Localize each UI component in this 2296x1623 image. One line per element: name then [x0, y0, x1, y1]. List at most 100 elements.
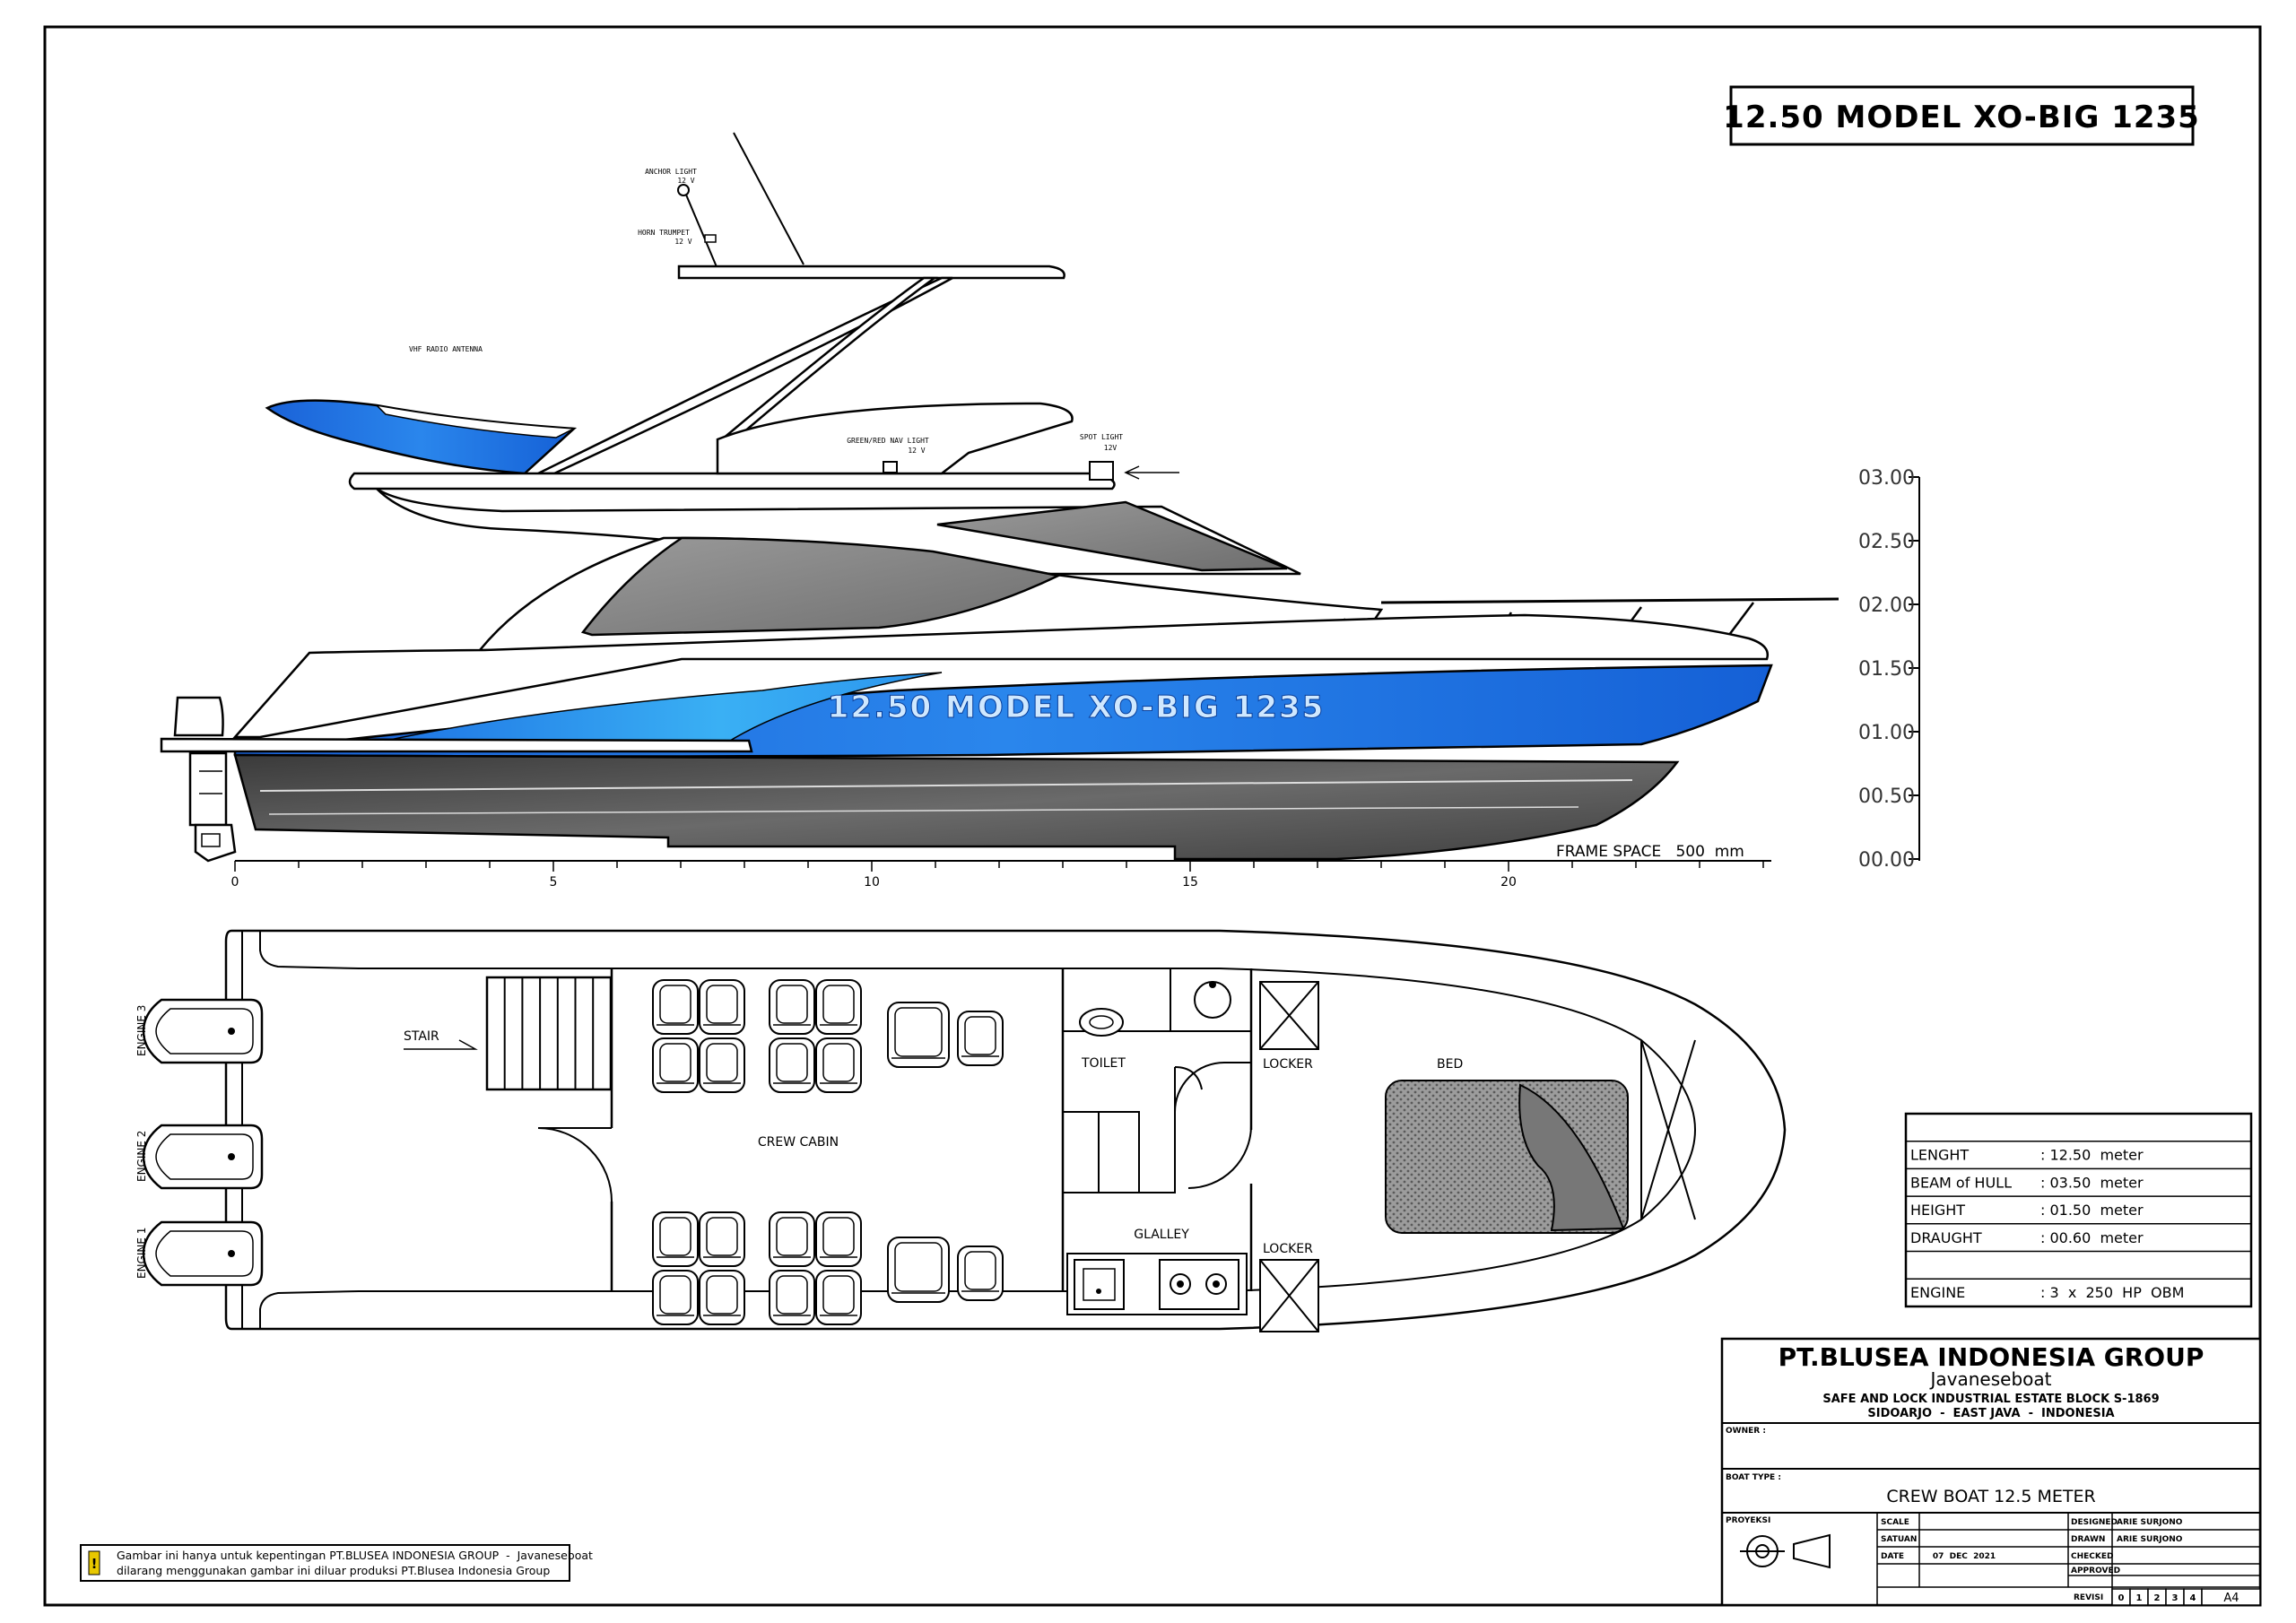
spec-label: DRAUGHT	[1910, 1229, 1982, 1246]
note-line-1: Gambar ini hanya untuk kepentingan PT.BL…	[117, 1549, 593, 1562]
galley-label: GLALLEY	[1134, 1228, 1189, 1242]
boat-type-value: CREW BOAT 12.5 METER	[1886, 1487, 2095, 1506]
hull-topside	[232, 613, 1770, 739]
seat-icon	[769, 979, 815, 1035]
toilet-room: TOILET	[1063, 968, 1251, 1071]
seat-icon	[815, 1270, 862, 1325]
corridor	[1063, 1062, 1252, 1193]
side-window	[580, 536, 1062, 637]
drawn-label: DRAWN	[2071, 1535, 2105, 1544]
frame-number: 20	[1500, 875, 1517, 890]
frame-numbers: 0 5 10 15 20	[231, 875, 1517, 890]
galley: GLALLEY	[1066, 1228, 1248, 1315]
bow-rail	[1380, 597, 1839, 604]
frame-number: 15	[1182, 875, 1198, 890]
spot-light-arrow	[1124, 465, 1179, 480]
frame-number: 5	[550, 875, 558, 890]
revision-number: 1	[2136, 1593, 2143, 1603]
seat-icon	[769, 1211, 815, 1267]
locker-top: LOCKER	[1259, 981, 1319, 1072]
nav-light-label: GREEN/RED NAV LIGHT	[847, 437, 929, 445]
plan-view: STAIR CREW CABIN TOILET LOCKER	[135, 929, 1787, 1332]
plan-engines: ENGINE 3 ENGINE 2 ENGINE 1	[135, 998, 264, 1287]
seat-icon	[769, 1270, 815, 1325]
height-label: 03.00	[1858, 467, 1915, 490]
approved-label: APPROVED	[2071, 1567, 2120, 1575]
chine-line	[259, 779, 1633, 792]
height-label: 02.00	[1858, 595, 1915, 617]
spec-label: LENGHT	[1910, 1147, 1969, 1164]
seat-icon	[652, 1211, 699, 1267]
seat-icon	[652, 1270, 699, 1325]
hull-lettering: 12.50 MODEL XO-BIG 1235	[828, 690, 1326, 725]
frame-ticks	[234, 861, 1764, 872]
seat-icon	[957, 1245, 1004, 1301]
nav-light-icon	[883, 461, 898, 473]
boat-type-label: BOAT TYPE :	[1726, 1473, 1781, 1482]
spec-value: : 00.60 meter	[2040, 1229, 2144, 1246]
revisi-label: REVISI	[2074, 1593, 2103, 1602]
spec-label: BEAM of HULL	[1910, 1174, 2012, 1191]
frame-space-label: FRAME SPACE 500 mm	[1556, 843, 1744, 861]
revision-number: 4	[2190, 1593, 2196, 1603]
bed-label: BED	[1437, 1057, 1463, 1072]
engine-label: ENGINE 1	[135, 1228, 148, 1279]
date-value: 07 DEC 2021	[1933, 1552, 1996, 1561]
vhf-antenna-label: VHF RADIO ANTENNA	[409, 345, 483, 353]
flybridge-deck	[348, 472, 1116, 490]
revision-number: 2	[2154, 1593, 2161, 1603]
seat-icon	[769, 1037, 815, 1093]
outboard-engine	[173, 696, 237, 863]
height-label: 01.50	[1858, 658, 1915, 681]
scale-label: SCALE	[1881, 1518, 1909, 1527]
spot-light-label: SPOT LIGHT	[1080, 433, 1123, 441]
sheet-border	[43, 25, 2262, 1607]
seat-icon	[815, 1037, 862, 1093]
horn-trumpet-label: HORN TRUMPET	[638, 229, 690, 237]
locker-bottom-label: LOCKER	[1263, 1242, 1313, 1256]
warning-icon	[88, 1550, 100, 1575]
crew-seats	[652, 979, 1004, 1325]
height-label: 02.50	[1858, 531, 1915, 553]
hull-bottom	[233, 753, 1680, 861]
seat-icon	[815, 1211, 862, 1267]
light-pole	[683, 187, 718, 270]
engine-icon: ENGINE 3	[135, 998, 264, 1064]
brand-name: Javaneseboat	[1929, 1368, 2052, 1390]
locker-bottom: LOCKER	[1259, 1242, 1319, 1332]
forepeak	[1640, 1039, 1696, 1220]
engine-icon: ENGINE 1	[135, 1220, 264, 1287]
designer-name: ARIE SURJONO	[2117, 1518, 2183, 1527]
spec-value: : 12.50 meter	[2040, 1147, 2144, 1164]
engine-icon: ENGINE 2	[135, 1124, 264, 1190]
crew-cabin-label: CREW CABIN	[758, 1135, 839, 1150]
drawer-name: ARIE SURJONO	[2117, 1535, 2183, 1544]
anchor-light-icon	[677, 184, 690, 196]
locker-top-label: LOCKER	[1263, 1057, 1313, 1072]
engine-label: ENGINE 3	[135, 1005, 148, 1056]
seat-icon	[887, 1237, 950, 1303]
designed-label: DESIGNED	[2071, 1518, 2118, 1527]
satuan-label: SATUAN	[1881, 1535, 1917, 1544]
seat-icon	[652, 1037, 699, 1093]
company-name: PT.BLUSEA INDONESIA GROUP	[1779, 1342, 2205, 1372]
flybridge-console	[716, 402, 1074, 475]
date-label: DATE	[1881, 1552, 1904, 1561]
frame-number: 0	[231, 875, 239, 890]
note-line-2: dilarang menggunakan gambar ini diluar p…	[117, 1564, 550, 1577]
rub-rail	[160, 737, 753, 753]
antenna-mast	[733, 132, 804, 265]
seat-icon	[957, 1011, 1004, 1066]
engine-label: ENGINE 2	[135, 1131, 148, 1182]
checked-label: CHECKED	[2071, 1552, 2113, 1561]
seat-icon	[699, 979, 745, 1035]
stair	[485, 976, 613, 1091]
seat-icon	[652, 979, 699, 1035]
hull-accent	[385, 672, 943, 750]
owner-label: OWNER :	[1726, 1427, 1766, 1436]
projection-symbol	[1740, 1533, 1831, 1569]
seat-icon	[699, 1270, 745, 1325]
